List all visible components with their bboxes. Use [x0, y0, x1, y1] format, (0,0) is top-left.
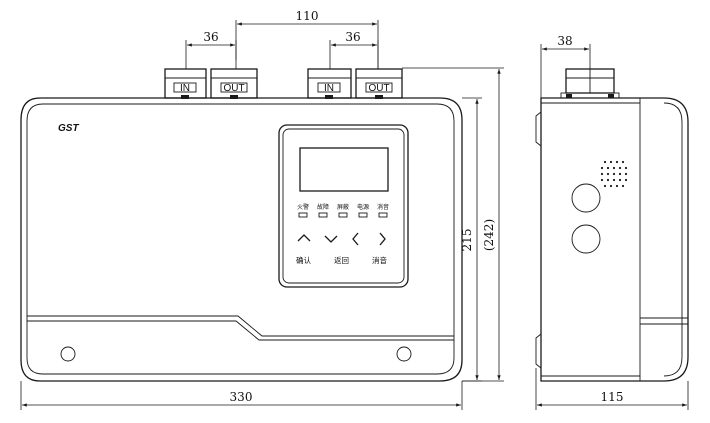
side-dimensions: 38 115 [535, 34, 689, 410]
key-right-icon[interactable] [379, 232, 386, 246]
front-body-inner [26, 103, 455, 375]
brand-logo: GST [58, 123, 79, 134]
control-panel [278, 124, 409, 288]
led-shield [338, 212, 348, 218]
indicator-label-power: 电源 [357, 203, 369, 211]
control-panel-inner [282, 128, 405, 284]
knockout-upper [571, 183, 601, 213]
connector-4: OUT [355, 68, 403, 99]
front-lower-band-2 [27, 320, 454, 341]
indicator-label-fault: 故障 [317, 203, 329, 211]
front-dimensions: 110 36 36 215 (242) 330 [20, 9, 504, 410]
screw-right [396, 346, 412, 362]
speaker-grille [600, 160, 628, 188]
lcd-screen [299, 147, 389, 192]
port-label-in-1: IN [180, 83, 190, 94]
side-connector [560, 68, 620, 99]
side-view [535, 68, 689, 382]
dim-port-spacing-outer: 110 [296, 9, 319, 23]
led-fire [298, 212, 308, 218]
button-confirm-label[interactable]: 确认 [296, 255, 311, 265]
front-body-outline [20, 97, 463, 382]
dim-side-port: 38 [557, 34, 572, 48]
led-power [358, 212, 368, 218]
connector-3: IN [307, 68, 352, 99]
led-fault [318, 212, 328, 218]
knockout-lower [571, 224, 601, 254]
dim-depth: 115 [601, 390, 624, 404]
key-down-icon[interactable] [324, 235, 338, 243]
screw-left [60, 346, 76, 362]
dim-width: 330 [230, 390, 253, 404]
key-left-icon[interactable] [352, 232, 359, 246]
port-label-in-2: IN [324, 83, 334, 94]
indicator-label-fire: 火警 [297, 203, 309, 211]
dim-height-total: (242) [482, 219, 496, 251]
front-view: GST 火警 故障 屏蔽 电源 消音 确认 返回 消音 [20, 68, 463, 382]
button-back-label[interactable]: 返回 [334, 256, 349, 265]
led-mute [378, 212, 388, 218]
indicator-label-mute: 消音 [377, 203, 389, 211]
button-mute-label[interactable]: 消音 [372, 255, 387, 265]
dim-port-spacing-right: 36 [345, 30, 360, 44]
key-up-icon[interactable] [297, 234, 311, 242]
connector-2: OUT [210, 68, 258, 99]
side-body-outline [540, 97, 689, 382]
front-lower-band [27, 315, 454, 337]
indicator-label-shield: 屏蔽 [337, 203, 349, 211]
port-label-out-2: OUT [368, 83, 389, 94]
connector-1: IN [164, 68, 207, 99]
dim-port-spacing-left: 36 [203, 30, 218, 44]
port-label-out-1: OUT [223, 83, 244, 94]
dim-height-body: 215 [460, 229, 474, 252]
